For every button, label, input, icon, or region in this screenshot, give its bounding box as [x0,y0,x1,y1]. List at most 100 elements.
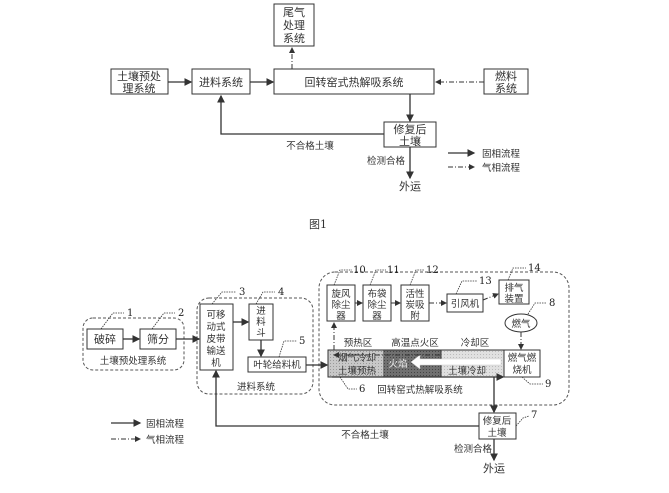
callout-7: 7 [531,410,537,421]
impeller-label: 叶轮给料机 [253,359,301,371]
leader-3 [211,291,236,305]
leader-5 [278,340,297,358]
bag-filter-box [362,284,392,322]
carbon-line-3: 附 [410,310,420,322]
flame-arrow [410,354,502,370]
hopper-line-1: 进 [256,306,266,317]
pretreat-line-1: 土壤预处 [117,69,161,83]
leader-12 [409,269,424,286]
leader-7 [515,415,530,427]
exhaust-treatment-box [273,3,315,47]
hopper-line-3: 斗 [256,328,266,339]
induced-fan-box [446,293,484,313]
flue-cool-label: 烟气冷却 [338,352,376,364]
soil-preheat-label: 土壤预热 [338,365,377,377]
carbon-line-1: 活性 [405,288,425,300]
callout-11: 11 [387,265,400,276]
leader-13 [455,280,477,295]
callout-12: 12 [426,265,439,276]
belt-line-4: 输送 [206,345,226,357]
repaired-line-1: 修复后 [394,122,427,136]
kiln-label: 回转窑式热解吸系统 [305,75,404,89]
callout-3: 3 [239,287,245,298]
fuel-line-2: 系统 [495,82,517,95]
pretreat-group-outline [82,317,185,371]
kiln-group-outline [318,271,570,406]
cyclone-line-2: 除尘 [331,299,351,311]
feed-group-outline [196,297,314,395]
belt-line-5: 机 [211,357,221,369]
feed-hopper-box [248,303,274,341]
legend2-solid-label: 固相流程 [146,418,185,430]
gas-arrow-fan-to-vent [482,293,499,301]
legend2-gas-label: 气相流程 [146,434,185,446]
flame-label: 火焰 [388,358,407,370]
hopper-line-2: 料 [256,316,266,328]
callout-14: 14 [528,263,541,274]
bag-line-2: 除尘 [367,299,387,311]
leader-10 [333,269,352,286]
arrow-unqualified-return [217,94,384,135]
soil-cool-label: 土壤冷却 [448,365,486,377]
repaired-soil-box-2 [478,412,517,440]
exhaust-line-1: 尾气 [283,5,305,19]
leader-14 [507,267,526,281]
vent-line-2: 装置 [504,293,523,305]
gas-burner-box [503,349,541,378]
callout-8: 8 [549,298,555,309]
exhaust-line-3: 系统 [283,32,305,45]
belt-conveyor-box [199,303,234,371]
bag-line-3: 器 [372,311,382,322]
burner-line-2: 烧机 [512,364,532,376]
cyclone-line-1: 旋风 [331,288,351,300]
zone-ignite-label: 高温点火区 [391,337,439,349]
fuel-system-box [483,68,529,95]
carbon-line-2: 炭吸 [405,300,425,311]
repaired2-line-1: 修复后 [483,415,512,427]
activated-carbon-box [400,284,430,322]
leader-8 [527,302,546,315]
arrow-unqualified-return-2 [212,369,479,427]
belt-line-2: 动式 [206,321,226,333]
legend-gas-label: 气相流程 [482,162,521,174]
figure-1: 尾气 处理 系统 土壤预处 理系统 进料系统 回转窑式热解吸系统 燃料 系统 修… [110,3,529,231]
soil-pretreatment-box [110,68,169,95]
crusher-label: 破碎 [94,332,116,346]
fan-label: 引风机 [451,298,480,310]
figure-2: 土壤预处理系统 进料系统 回转窑式热解吸系统 破碎 筛分 可移 动式 皮带 输送… [82,263,570,475]
zone-cool-label: 冷却区 [461,337,490,349]
belt-line-1: 可移 [206,309,226,321]
unqualified-label-2: 不合格土壤 [341,429,389,441]
screen-label: 筛分 [147,332,169,346]
callout-6: 6 [359,384,365,395]
repaired2-line-2: 土壤 [487,427,507,439]
repaired-soil-box [383,121,437,148]
feed-label: 进料系统 [199,75,243,89]
callout-9: 9 [545,379,551,390]
callout-13: 13 [479,276,492,287]
pretreat-line-2: 理系统 [123,82,156,95]
leader-2 [151,312,175,330]
leader-9 [521,376,543,385]
feed-group-label: 进料系统 [237,381,276,393]
kiln-group-label: 回转窑式热解吸系统 [377,384,463,396]
vent-line-1: 排气 [504,282,524,294]
ship-out-label-2: 外运 [483,462,505,475]
rotary-kiln-box [273,68,435,95]
leader-1 [100,312,124,330]
leader-4 [255,291,275,305]
cyclone-dust-collector-box [326,284,356,322]
gas-supply-label: 燃气 [511,318,531,330]
leader-11 [369,269,386,286]
exhaust-line-2: 处理 [283,19,305,32]
leader-6 [339,376,357,390]
ship-out-label: 外运 [399,180,421,193]
repaired-line-2: 土壤 [399,134,421,148]
callout-10: 10 [353,265,366,276]
legend-solid-label: 固相流程 [482,148,521,160]
callout-4: 4 [278,287,284,298]
bag-line-1: 布袋 [367,288,387,300]
callout-2: 2 [178,308,184,319]
callout-1: 1 [127,308,133,319]
